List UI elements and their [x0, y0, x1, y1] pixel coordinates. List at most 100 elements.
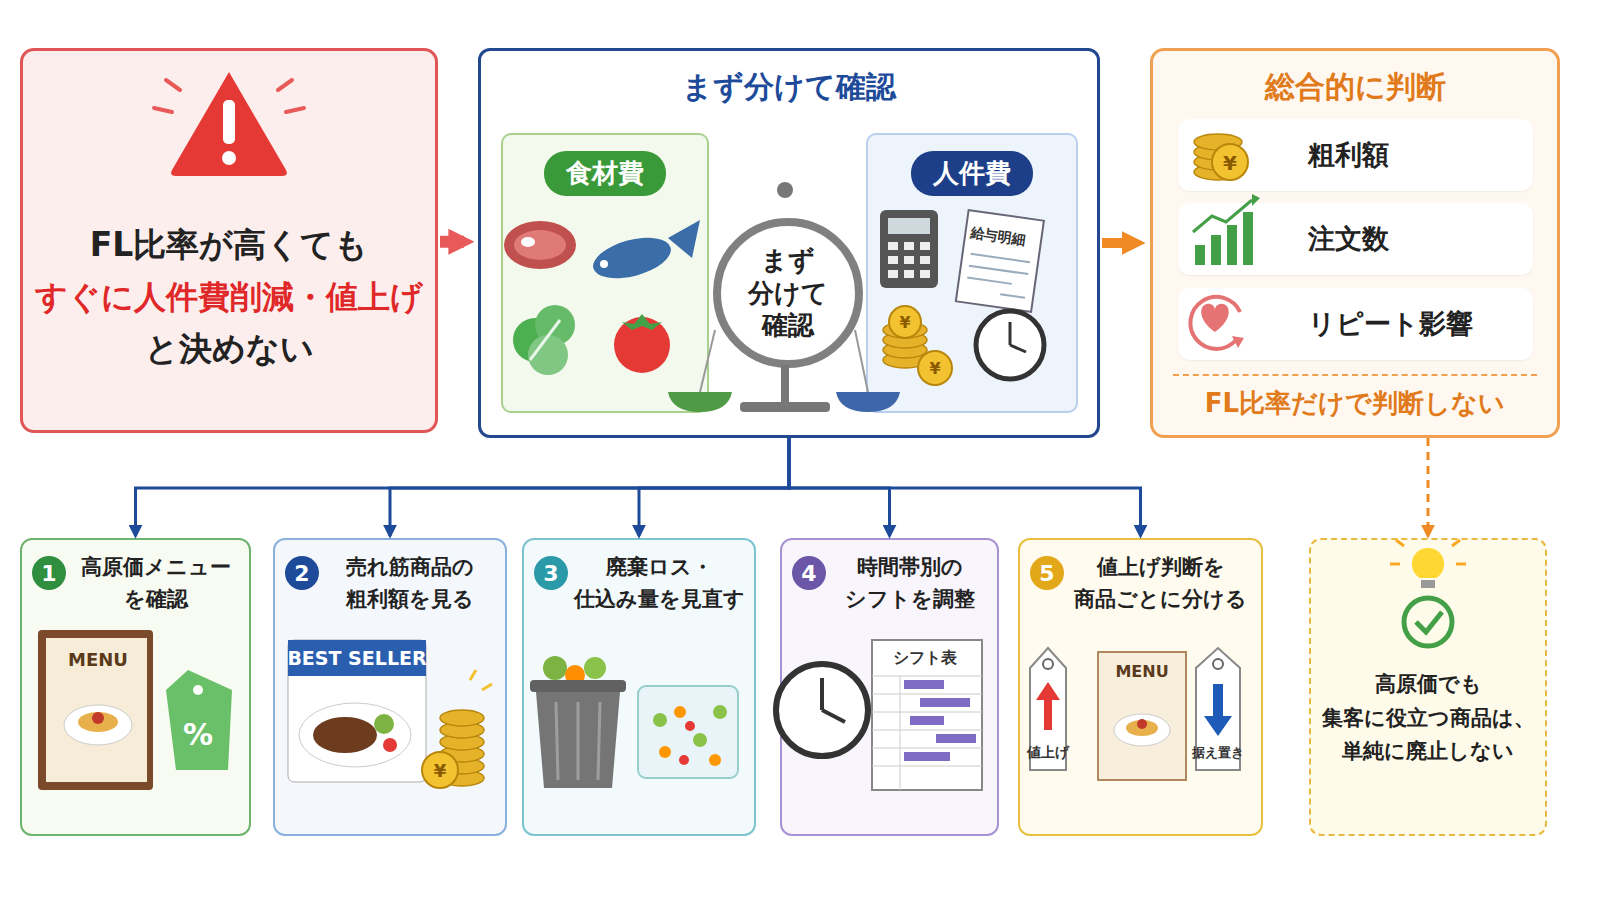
shift-table-icon: [904, 680, 976, 761]
cabbage-icon: [513, 318, 557, 362]
trash-can-icon: [543, 656, 567, 680]
cabbage-icon: [530, 320, 560, 360]
illustration-label: シフト表: [893, 650, 957, 666]
step-box: 2売れ筋商品の 粗利額を見る: [273, 538, 507, 836]
idea-check-icon: [1390, 540, 1466, 564]
warning-icon: [278, 80, 292, 90]
growth-chart-icon: [1193, 194, 1260, 265]
coin-stack-icon: [440, 770, 484, 786]
calculator-icon: [920, 256, 930, 264]
tomato-icon: [614, 314, 670, 373]
menu-card-icon: [1098, 652, 1186, 780]
payslip-icon: [956, 210, 1044, 312]
shift-table-icon: [904, 752, 950, 761]
calculator-icon: [888, 218, 930, 234]
scale-icon: [777, 182, 793, 198]
idea-check-icon: [1456, 563, 1466, 566]
trash-can-icon: [565, 665, 585, 685]
title-text: まず分けて確認: [481, 67, 1097, 108]
fish-icon: [589, 220, 700, 286]
best-seller-card: [299, 703, 411, 767]
warning-icon: [154, 72, 304, 176]
calculator-icon: [904, 256, 914, 264]
cabbage-icon: [528, 335, 568, 375]
best-seller-card: [313, 717, 377, 753]
warning-icon: [166, 80, 180, 90]
warning-box: FL比率が高くてもすぐに人件費削減・値上げと決めない: [20, 48, 438, 433]
menu-book-icon: [38, 630, 153, 790]
coin-stack-icon: [440, 734, 484, 750]
meat-icon: [504, 221, 576, 269]
clock-icon: [820, 678, 824, 710]
label-text: と決めない: [31, 323, 427, 376]
prep-container-icon: [709, 754, 721, 766]
shift-table-icon: [920, 698, 970, 707]
payslip-icon: [969, 266, 1028, 274]
clock-icon: [822, 710, 845, 722]
coin-stack-icon: [422, 670, 492, 788]
tomato-icon: [614, 317, 670, 373]
note-box: 高原価でも 集客に役立つ商品は、 単純に廃止しない: [1309, 538, 1547, 836]
shift-table-icon: [900, 676, 901, 790]
menu-card-icon: [1126, 720, 1158, 736]
menu-book-icon: [38, 630, 153, 790]
idea-check-icon: [1452, 540, 1460, 546]
repeat-heart-icon: [1190, 297, 1244, 349]
label-text: まず 分けて 確認: [736, 244, 840, 342]
prep-container-icon: [713, 705, 727, 719]
prep-container-icon: [674, 706, 686, 718]
foot-text: FL比率だけで判断しない: [1173, 374, 1537, 421]
connector-arrow: [1102, 238, 1136, 248]
connector-arrow: [390, 438, 789, 536]
tomato-icon: [622, 314, 662, 330]
best-seller-card: [288, 640, 426, 782]
shift-table-icon: [872, 640, 982, 790]
coin-stack-icon: [470, 670, 492, 690]
meat-icon: [521, 237, 535, 247]
best-seller-card: [288, 640, 426, 782]
body-text: 売れ筋商品の 粗利額を見る: [323, 552, 497, 615]
clock-icon: [976, 311, 1044, 379]
step-box: 3廃棄ロス・ 仕込み量を見直す: [522, 538, 756, 836]
payslip-icon: [971, 254, 1030, 262]
idea-check-icon: [1412, 548, 1445, 578]
label-text: 粗利額: [1308, 137, 1389, 173]
illustration-label: ¥: [899, 315, 910, 331]
yen-coin-icon: [1212, 144, 1248, 180]
prep-container-icon: [653, 713, 667, 727]
scale-icon: [740, 402, 830, 412]
best-seller-card: [383, 738, 397, 752]
clock-icon: [1010, 345, 1026, 352]
idea-check-icon: [1396, 540, 1404, 546]
label-text: 高原価でも 集客に役立つ商品は、 単純に廃止しない: [1317, 668, 1539, 769]
yen-coin-icon: [1194, 134, 1242, 150]
meat-icon: [514, 230, 566, 260]
trash-can-icon: [536, 692, 620, 788]
scale-icon: [668, 392, 732, 412]
scale-icon: [781, 365, 789, 405]
clock-icon: [1009, 322, 1012, 345]
label-text: 注文数: [1308, 221, 1389, 257]
best-seller-card: [374, 714, 394, 734]
illustration-label: ¥: [434, 762, 447, 780]
illustration-label: MENU: [1115, 664, 1168, 680]
scale-icon: [836, 392, 900, 412]
coin-stack-icon: [889, 306, 921, 338]
body-text: 時間帯別の シフトを調整: [830, 552, 989, 615]
coin-stack-icon: [883, 352, 927, 368]
menu-card-icon: [1098, 652, 1186, 780]
growth-chart-icon: [1195, 245, 1205, 265]
clock-icon: [976, 311, 1044, 379]
connector-arrow: [440, 236, 464, 248]
trash-can-icon: [530, 656, 626, 788]
yen-coin-icon: [1194, 134, 1248, 180]
fish-icon: [589, 230, 676, 285]
coin-stack-icon: [440, 758, 484, 774]
menu-book-icon: [92, 712, 104, 724]
repeat-heart-icon: [1190, 297, 1240, 349]
clock-icon: [776, 664, 868, 756]
payslip-icon: [966, 254, 1030, 298]
calculator-icon: [904, 270, 914, 278]
